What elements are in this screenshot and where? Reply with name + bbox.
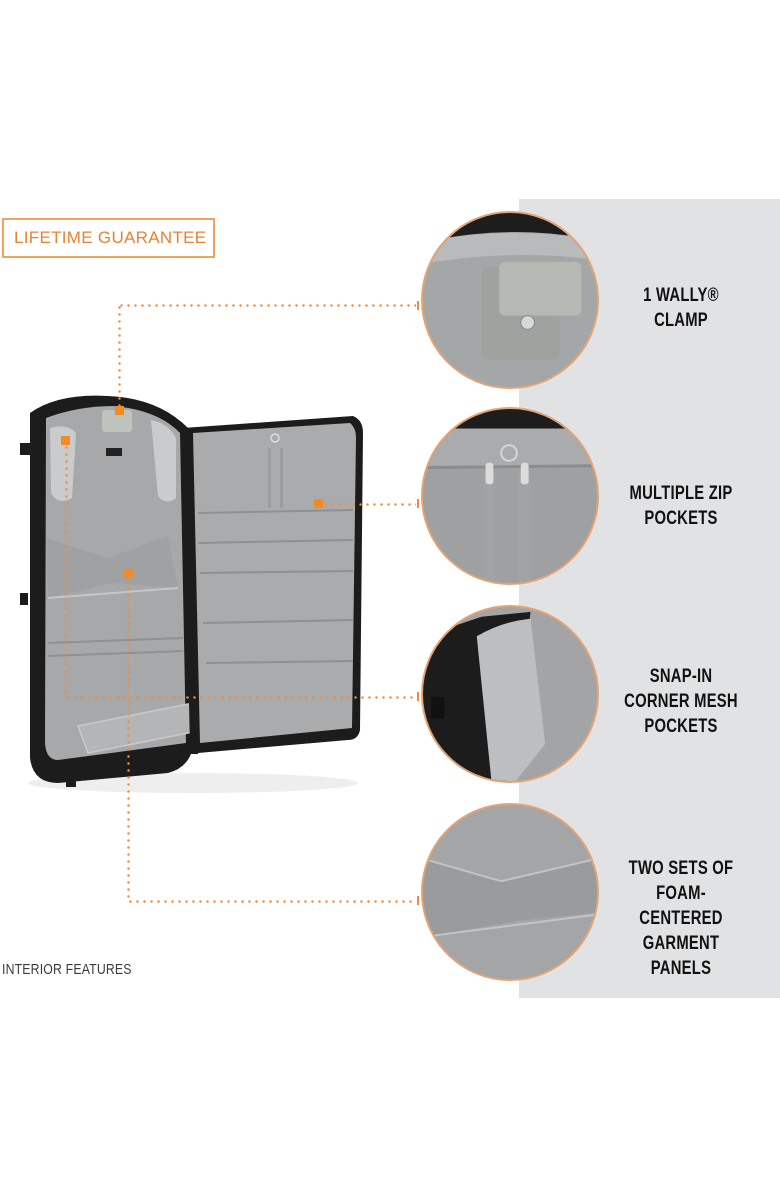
connector-mesh-horizontal xyxy=(65,696,416,699)
connector-zip-horizontal xyxy=(322,503,416,506)
zip-pockets-closeup xyxy=(421,407,599,585)
feature-label-wally-clamp: 1 WALLY® CLAMP xyxy=(643,285,719,331)
feature-label-zip-pockets: MULTIPLE ZIP POCKETS xyxy=(629,483,733,529)
connector-panels-vertical xyxy=(127,578,130,901)
mesh-pockets-marker xyxy=(61,436,70,445)
connector-clamp-vertical xyxy=(118,304,121,410)
connector-panels-end-tick xyxy=(417,896,419,905)
connector-clamp-end-tick xyxy=(417,301,419,310)
connector-mesh-end-tick xyxy=(417,692,419,701)
connector-panels-horizontal xyxy=(127,900,416,903)
badge-text: LIFETIME GUARANTEE xyxy=(14,228,207,247)
interior-features-label: INTERIOR FEATURES xyxy=(2,961,132,978)
wally-clamp-closeup xyxy=(421,211,599,389)
corner-mesh-closeup xyxy=(421,605,599,783)
connector-mesh-vertical xyxy=(65,444,68,696)
garment-bag-image xyxy=(18,388,363,798)
garment-panels-closeup xyxy=(421,803,599,981)
zip-pockets-marker xyxy=(314,499,323,508)
clamp-marker xyxy=(115,406,124,415)
lifetime-guarantee-badge: LIFETIME GUARANTEE xyxy=(2,218,215,258)
connector-clamp-horizontal xyxy=(118,304,416,307)
connector-zip-end-tick xyxy=(417,499,419,508)
feature-label-mesh-pockets: SNAP-IN CORNER MESH POCKETS xyxy=(624,666,738,737)
feature-label-garment-panels: TWO SETS OF FOAM-CENTERED GARMENT PANELS xyxy=(628,858,734,979)
garment-panels-marker xyxy=(124,569,133,578)
